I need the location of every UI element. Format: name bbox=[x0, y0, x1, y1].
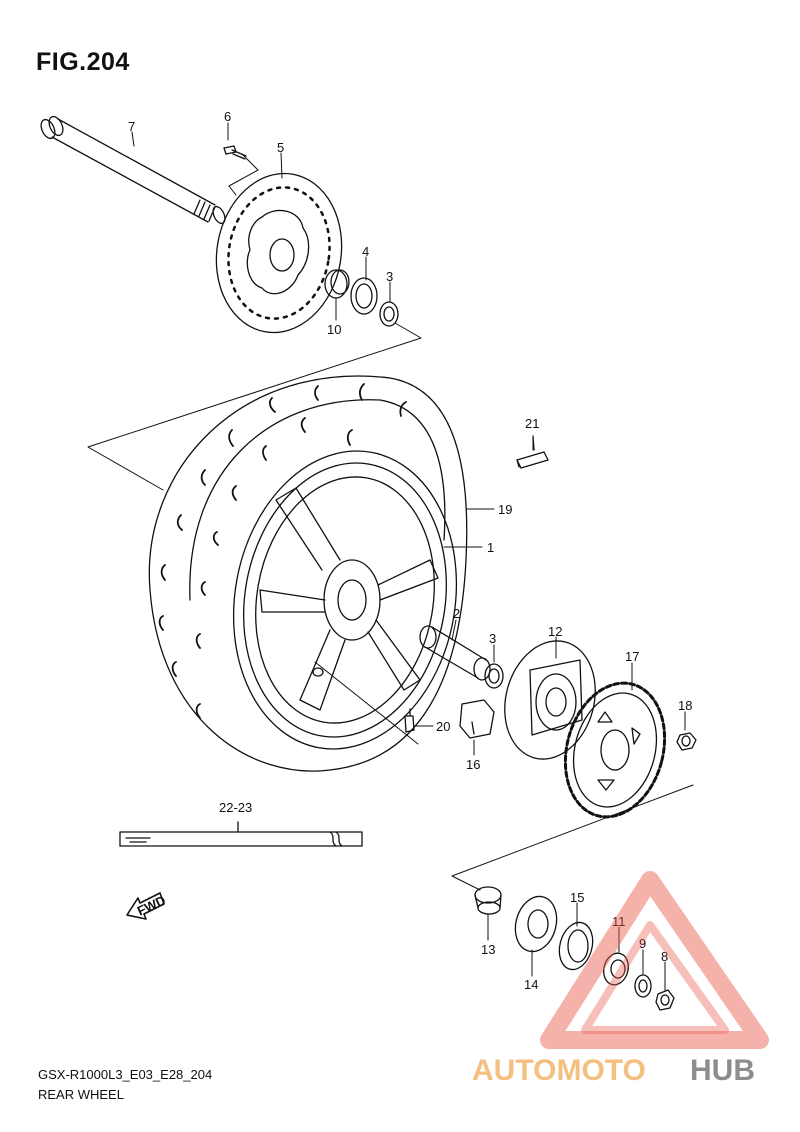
callout-22-23: 22-23 bbox=[219, 800, 252, 815]
callout-6: 6 bbox=[224, 109, 231, 124]
oil-seal-part-15 bbox=[558, 921, 594, 971]
callout-4: 4 bbox=[362, 244, 369, 259]
nut-part-8 bbox=[655, 989, 675, 1011]
watermark-text-automoto: AUTOMOTO bbox=[472, 1054, 646, 1087]
callout-2: 2 bbox=[453, 606, 460, 621]
fwd-label: FWD bbox=[135, 893, 168, 919]
spacer-part-11 bbox=[603, 952, 629, 986]
spacer-part-10 bbox=[324, 269, 350, 299]
callout-3-lower: 3 bbox=[489, 631, 496, 646]
callout-19: 19 bbox=[498, 502, 512, 517]
tire-part-19 bbox=[148, 375, 468, 772]
oil-seal-part-3-right bbox=[484, 663, 504, 689]
collar-part-2 bbox=[419, 625, 491, 681]
callout-13: 13 bbox=[481, 942, 495, 957]
callout-labels: 7 6 5 4 3 10 21 19 1 2 3 12 17 18 20 16 … bbox=[128, 109, 692, 992]
bolt-part-6 bbox=[223, 145, 247, 160]
callout-3-upper: 3 bbox=[386, 269, 393, 284]
wheel-part-1 bbox=[232, 450, 458, 750]
watermark-text-hub: HUB bbox=[690, 1054, 755, 1087]
callout-18: 18 bbox=[678, 698, 692, 713]
collar-part-13 bbox=[474, 886, 502, 915]
figure-title: FIG.204 bbox=[36, 48, 130, 76]
callout-21: 21 bbox=[525, 416, 539, 431]
callout-12: 12 bbox=[548, 624, 562, 639]
callout-1: 1 bbox=[487, 540, 494, 555]
rear-sprocket-part-17 bbox=[563, 681, 667, 819]
bearing-part-4 bbox=[350, 277, 378, 315]
diagram-code: GSX-R1000L3_E03_E28_204 bbox=[38, 1067, 213, 1082]
oil-seal-part-3-left bbox=[379, 301, 399, 327]
callout-20: 20 bbox=[436, 719, 450, 734]
callout-16: 16 bbox=[466, 757, 480, 772]
washer-part-9 bbox=[634, 974, 652, 998]
callout-9: 9 bbox=[639, 936, 646, 951]
valve-part-20 bbox=[404, 708, 415, 733]
assembly-guide-lines bbox=[87, 153, 694, 891]
callout-11: 11 bbox=[612, 914, 626, 929]
callout-10: 10 bbox=[327, 322, 341, 337]
balance-weight-strip-part-22-23 bbox=[119, 821, 363, 847]
callout-8: 8 bbox=[661, 949, 668, 964]
bearing-part-14 bbox=[514, 895, 558, 953]
callout-7: 7 bbox=[128, 119, 135, 134]
brake-disc-part-5 bbox=[215, 172, 343, 334]
diagram-name: REAR WHEEL bbox=[38, 1087, 124, 1102]
automotohub-watermark: AUTOMOTO HUB bbox=[472, 871, 769, 1087]
callout-17: 17 bbox=[625, 649, 639, 664]
forward-direction-arrow bbox=[126, 892, 165, 920]
callout-15: 15 bbox=[570, 890, 584, 905]
nut-part-18 bbox=[676, 732, 697, 751]
sprocket-drum-part-12 bbox=[504, 640, 596, 760]
callout-14: 14 bbox=[524, 977, 538, 992]
leader-lines bbox=[131, 122, 686, 991]
callout-5: 5 bbox=[277, 140, 284, 155]
damper-part-16 bbox=[459, 699, 495, 739]
